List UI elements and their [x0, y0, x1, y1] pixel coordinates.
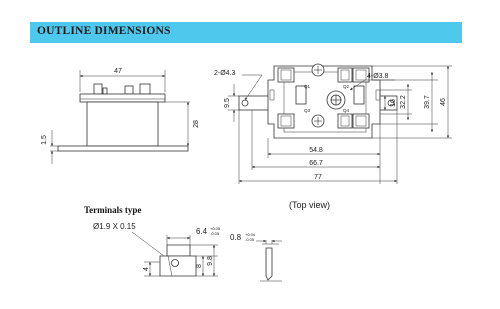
top-view-caption: (Top view): [289, 200, 330, 210]
terminal-mark-q1: Q1: [304, 84, 311, 89]
dim-width-47: 47: [114, 68, 122, 75]
dim-16: 16: [390, 99, 397, 107]
dim-base-1-5: 1.5: [41, 135, 48, 145]
dim-39-7: 39.7: [424, 95, 431, 109]
dim-54-8: 54.8: [309, 147, 323, 154]
dim-46: 46: [440, 98, 447, 106]
terminal-drawing: [131, 231, 282, 282]
dim-4: 4: [143, 267, 150, 271]
width-tol-plus: +0.05: [210, 226, 221, 231]
dim-8: 8: [196, 264, 203, 268]
thick-tol-plus: +0.04: [245, 232, 256, 237]
side-view: [50, 70, 190, 164]
dim-height-28: 28: [193, 120, 200, 128]
section-title: OUTLINE DIMENSIONS: [37, 25, 171, 37]
dim-77: 77: [314, 174, 322, 181]
dim-66-7: 66.7: [309, 160, 323, 167]
terminal-mark-q3: Q3: [304, 108, 311, 113]
thick-tol-minus: -0.05: [245, 237, 255, 242]
header-bar: OUTLINE DIMENSIONS: [30, 22, 462, 43]
top-view: [228, 63, 452, 184]
dim-32-2: 32.2: [400, 95, 407, 109]
hole-left-callout: 2-Ø4.3: [214, 70, 236, 77]
width-6-4: 6.4: [196, 227, 208, 236]
terminal-mark-q4: Q4: [343, 108, 350, 113]
thickness-0-8: 0.8: [230, 233, 242, 242]
width-tol-minus: -0.05: [210, 231, 220, 236]
dim-9-8: 9.8: [207, 256, 214, 266]
hole-right-callout: 4-Ø3.8: [367, 73, 389, 80]
terminals-title: Terminals type: [84, 205, 141, 215]
dim-9-5: 9.5: [224, 98, 231, 108]
pin-spec-label: Ø1.9 X 0.15: [93, 222, 136, 231]
terminal-mark-q2: Q2: [343, 84, 350, 89]
